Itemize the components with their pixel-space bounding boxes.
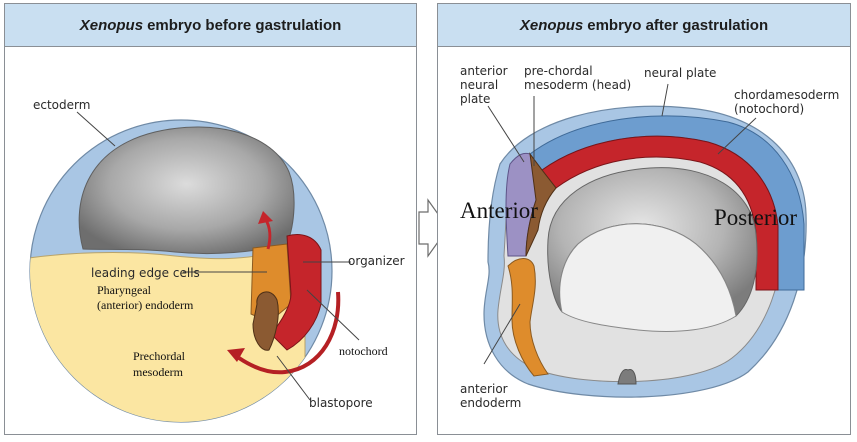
label-chordamesoderm-line2: (notochord) bbox=[734, 102, 805, 116]
label-anterior-neural-line1: anterior bbox=[460, 64, 508, 78]
leader-neural-plate bbox=[661, 83, 669, 117]
label-organizer: organizer bbox=[348, 254, 405, 268]
label-anterior-endoderm-line1: anterior bbox=[460, 382, 508, 396]
title-text: embryo after gastrulation bbox=[587, 16, 769, 34]
embryo-after-diagram bbox=[483, 83, 807, 398]
label-notochord: notochord bbox=[339, 344, 388, 358]
label-neural-plate: neural plate bbox=[644, 66, 717, 80]
title-species: Xenopus bbox=[519, 16, 584, 34]
leader-chordamesoderm bbox=[717, 117, 757, 155]
label-prechordal-line1: Prechordal bbox=[133, 349, 185, 363]
title-text: embryo before gastrulation bbox=[147, 16, 342, 34]
label-anterior-neural-line2: neural bbox=[460, 78, 499, 92]
label-chordamesoderm-line1: chordamesoderm bbox=[734, 88, 840, 102]
panel-title-before: Xenopus embryo before gastrulation bbox=[5, 4, 416, 47]
title-species: Xenopus bbox=[79, 16, 144, 34]
label-pharyngeal-line1: Pharyngeal bbox=[97, 283, 151, 297]
label-leading-edge-cells: leading edge cells bbox=[91, 266, 200, 280]
label-blastopore: blastopore bbox=[309, 396, 373, 410]
movement-arrow-lower bbox=[237, 291, 341, 375]
label-posterior: Posterior bbox=[714, 205, 798, 230]
panel-before-gastrulation: Xenopus embryo before gastrulation bbox=[4, 3, 417, 435]
label-anterior: Anterior bbox=[460, 198, 538, 223]
label-ectoderm: ectoderm bbox=[33, 98, 91, 112]
leader-anterior-neural-plate bbox=[487, 105, 525, 163]
prechordal-mesoderm bbox=[252, 291, 279, 351]
panel-after-gastrulation: Xenopus embryo after gastrulation bbox=[437, 3, 851, 435]
movement-arrow-lower-head bbox=[227, 348, 245, 362]
leader-notochord bbox=[306, 289, 360, 341]
blastocoel-remnant bbox=[559, 223, 737, 332]
label-prechordal-line2: mesoderm bbox=[133, 365, 183, 379]
chordamesoderm bbox=[541, 135, 779, 291]
organizer-region bbox=[270, 234, 322, 351]
label-pharyngeal-line2: (anterior) endoderm bbox=[97, 298, 194, 312]
blastopore-bump bbox=[617, 369, 637, 385]
prechordal-mesoderm bbox=[525, 152, 557, 257]
panel-title-after: Xenopus embryo after gastrulation bbox=[438, 4, 850, 47]
label-anterior-endoderm-line2: endoderm bbox=[460, 396, 522, 410]
leader-anterior-endoderm bbox=[483, 303, 521, 365]
blastocoel-cavity bbox=[78, 126, 295, 255]
leader-blastopore bbox=[276, 355, 311, 401]
movement-arrow-upper-head bbox=[258, 211, 273, 224]
label-anterior-neural-line3: plate bbox=[460, 92, 491, 106]
label-prechordal-line1: pre-chordal bbox=[524, 64, 593, 78]
label-prechordal-line2: mesoderm (head) bbox=[524, 78, 632, 92]
embryo-before-diagram bbox=[29, 111, 360, 423]
leader-ectoderm bbox=[76, 111, 116, 147]
